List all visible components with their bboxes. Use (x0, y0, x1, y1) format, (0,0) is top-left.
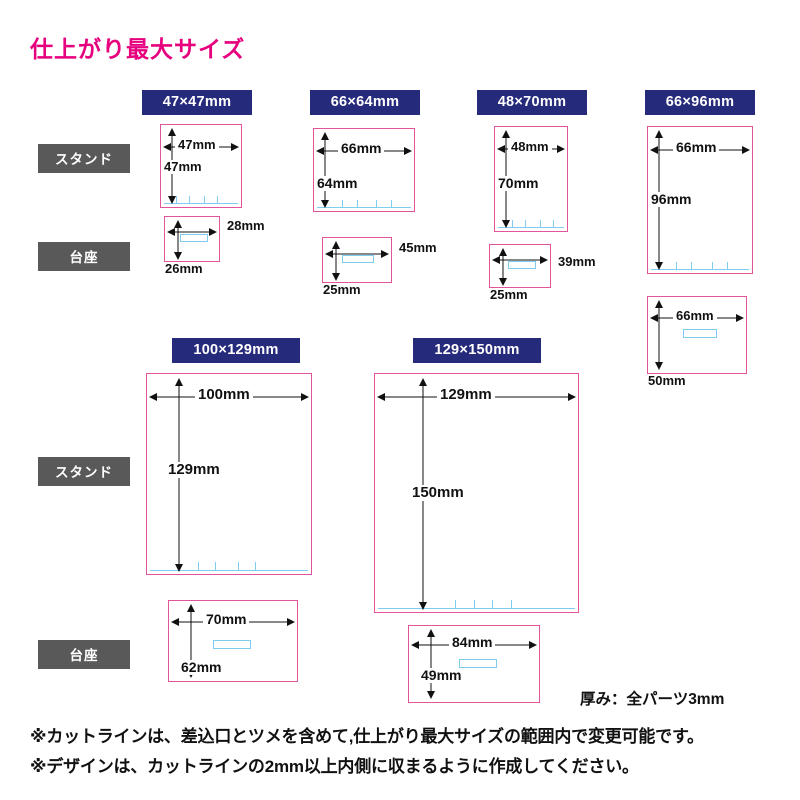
note-line-1: ※カットラインは、差込口とツメを含めて,仕上がり最大サイズの範囲内で変更可能です… (30, 727, 704, 746)
base-dim-height-66x96: 50mm (645, 374, 689, 388)
base-slot-129x150 (459, 659, 497, 668)
base-dim-arrow-v-48x70 (498, 248, 508, 286)
base-dim-height-129x150: 49mm (418, 668, 465, 683)
dim-width-66x64: 66mm (338, 141, 385, 156)
stand-tab-right-66x64 (376, 200, 392, 208)
base-slot-66x64 (342, 255, 374, 263)
base-dim-width-66x64: 25mm (320, 283, 364, 297)
dim-width-47x47: 47mm (175, 138, 219, 152)
row-label-base-1: 台座 (38, 242, 130, 271)
base-dim-height-100x129: 62mm (178, 660, 225, 675)
base-dim-width-47x47: 26mm (162, 262, 206, 276)
size-badge-66x64: 66×64mm (310, 90, 420, 115)
base-slot-47x47 (180, 234, 208, 242)
base-slot-66x96 (683, 329, 717, 338)
stand-tab-left-66x96 (676, 262, 692, 270)
size-badge-66x96: 66×96mm (645, 90, 755, 115)
base-dim-height-47x47: 28mm (224, 219, 268, 233)
dim-arrow-v-66x64 (320, 132, 330, 208)
base-dim-arrow-h-66x64 (325, 249, 389, 259)
base-dim-arrow-h-48x70 (492, 255, 548, 265)
dim-height-66x64: 64mm (314, 176, 361, 191)
stand-tab-right-129x150 (492, 600, 512, 609)
base-slot-100x129 (213, 640, 251, 649)
stand-tab-right-47x47 (204, 196, 218, 204)
dim-height-47x47: 47mm (161, 160, 205, 174)
dim-height-129x150: 150mm (409, 485, 467, 501)
row-label-stand-1: スタンド (38, 144, 130, 173)
base-dim-height-48x70: 39mm (555, 255, 599, 269)
stand-tab-left-48x70 (512, 220, 526, 228)
dim-width-100x129: 100mm (195, 387, 253, 403)
stand-tab-line-100x129 (150, 570, 308, 571)
dim-width-66x96: 66mm (673, 140, 720, 155)
stand-tab-line-66x64 (317, 207, 411, 208)
page-title: 仕上がり最大サイズ (30, 36, 246, 62)
stand-tab-line-129x150 (378, 608, 575, 609)
stand-tab-left-100x129 (198, 562, 216, 571)
base-dim-arrow-h-47x47 (167, 227, 217, 237)
base-dim-arrow-v-129x150 (426, 629, 436, 699)
stand-tab-line-66x96 (651, 269, 749, 270)
stand-tab-right-66x96 (712, 262, 728, 270)
dim-width-129x150: 129mm (437, 387, 495, 403)
stand-tab-left-47x47 (176, 196, 190, 204)
row-label-base-2: 台座 (38, 640, 130, 669)
stand-tab-right-48x70 (540, 220, 554, 228)
stand-outline-129x150 (374, 373, 579, 613)
dim-width-48x70: 48mm (508, 140, 552, 154)
base-dim-width-100x129: 70mm (203, 612, 250, 627)
thickness-note: 厚み：全パーツ3mm (580, 691, 725, 708)
size-badge-47x47: 47×47mm (142, 90, 252, 115)
stand-tab-left-129x150 (455, 600, 475, 609)
stand-tab-line-47x47 (164, 203, 238, 204)
base-dim-height-66x64: 45mm (396, 241, 440, 255)
base-dim-arrow-v-66x96 (654, 300, 664, 370)
base-dim-width-66x96: 66mm (673, 309, 717, 323)
base-dim-width-48x70: 25mm (487, 288, 531, 302)
dim-height-100x129: 129mm (165, 462, 223, 478)
base-dim-arrow-v-47x47 (173, 220, 183, 260)
size-badge-48x70: 48×70mm (477, 90, 587, 115)
base-slot-48x70 (508, 261, 536, 269)
base-dim-arrow-v-66x64 (331, 241, 341, 281)
note-line-2: ※デザインは、カットラインの2mm以上内側に収まるように作成してください。 (30, 757, 639, 776)
dim-height-66x96: 96mm (648, 192, 695, 207)
size-badge-129x150: 129×150mm (413, 338, 541, 363)
dim-height-48x70: 70mm (495, 176, 542, 191)
stand-tab-left-66x64 (342, 200, 358, 208)
base-dim-width-129x150: 84mm (449, 635, 496, 650)
stand-tab-line-48x70 (498, 227, 564, 228)
row-label-stand-2: スタンド (38, 457, 130, 486)
stand-tab-right-100x129 (238, 562, 256, 571)
size-badge-100x129: 100×129mm (172, 338, 300, 363)
